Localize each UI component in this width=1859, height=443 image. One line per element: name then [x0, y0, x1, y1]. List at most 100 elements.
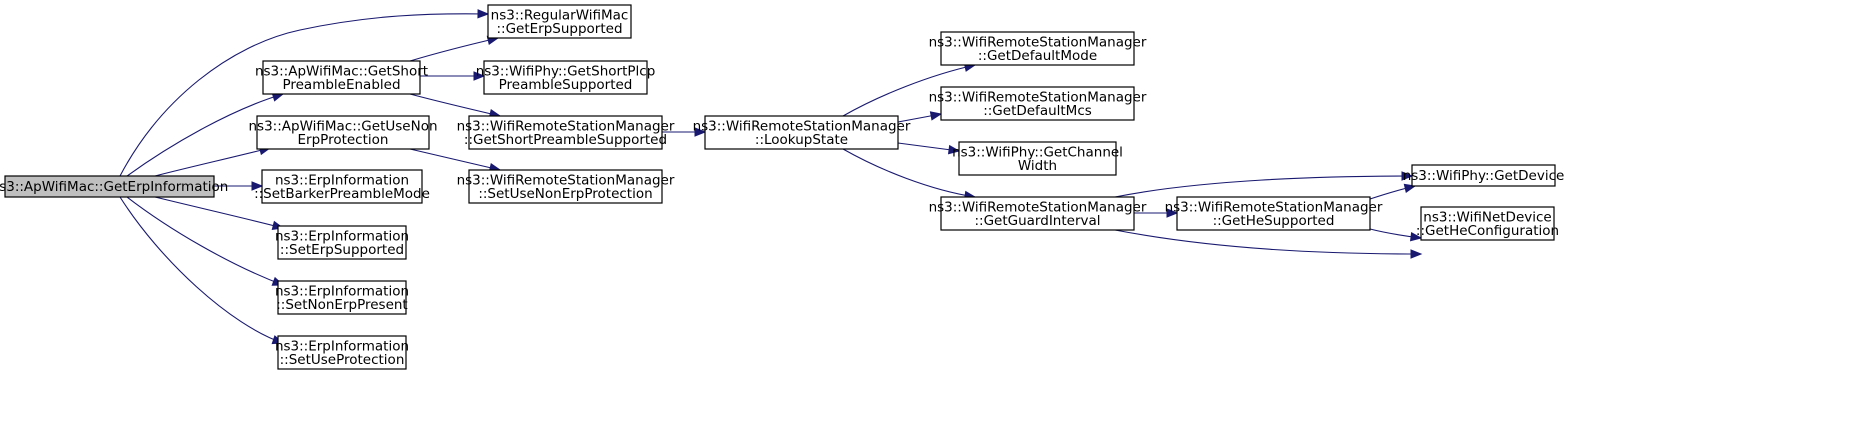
function-node-getHeConfiguration[interactable]: ns3::WifiNetDevice::GetHeConfiguration: [1416, 206, 1559, 241]
arrow-head-icon: [251, 181, 264, 191]
function-node-getHeSupported[interactable]: ns3::WifiRemoteStationManager::GetHeSupp…: [1165, 196, 1383, 231]
node-box: [940, 86, 1135, 121]
node-label-line: ::SetBarkerPreambleMode: [254, 186, 430, 202]
arrow-head-icon: [694, 127, 707, 137]
edge-line: [409, 93, 501, 117]
function-node-getGuardInterval[interactable]: ns3::WifiRemoteStationManager::GetGuardI…: [929, 196, 1147, 231]
call-edge-getGuardInterval-to-getHeSupported: [1134, 208, 1179, 218]
arrow-head-icon: [473, 71, 486, 81]
call-edge-getHeSupported-to-getDevice: [1369, 183, 1417, 200]
arrow-head-icon: [1410, 249, 1423, 259]
edge-line: [119, 13, 489, 177]
node-box: [487, 4, 632, 39]
node-box: [4, 175, 215, 198]
node-label-line: ns3::ApWifiMac::GetUseNon: [248, 118, 437, 134]
call-edge-root-to-setUseProtection: [119, 196, 285, 345]
node-box: [256, 115, 430, 150]
node-box: [704, 115, 899, 150]
function-node-getErpSupported[interactable]: ns3::RegularWifiMac::GetErpSupported: [487, 4, 632, 39]
node-box: [261, 169, 423, 204]
function-node-getDevice[interactable]: ns3::WifiPhy::GetDevice: [1403, 164, 1565, 187]
node-label-line: ::SetUseProtection: [280, 352, 405, 368]
node-label-line: ns3::ApWifiMac::GetShort: [255, 63, 428, 79]
node-label-line: ::SetUseNonErpProtection: [478, 186, 652, 202]
function-node-root[interactable]: ns3::ApWifiMac::GetErpInformation: [0, 175, 228, 198]
node-box: [940, 196, 1135, 231]
function-node-setErpSupported[interactable]: ns3::ErpInformation::SetErpSupported: [275, 225, 409, 260]
node-label-line: ns3::ApWifiMac::GetErpInformation: [0, 179, 228, 195]
arrow-head-icon: [1409, 231, 1423, 242]
edge-line: [409, 37, 499, 62]
node-label-line: ns3::WifiRemoteStationManager: [457, 118, 675, 134]
function-node-getDefaultMcs[interactable]: ns3::WifiRemoteStationManager::GetDefaul…: [929, 86, 1147, 121]
call-edge-root-to-getUseNonErp: [154, 145, 272, 177]
node-label-line: ::GetHeConfiguration: [1416, 223, 1559, 239]
function-node-setNonErpPresent[interactable]: ns3::ErpInformation::SetNonErpPresent: [275, 280, 409, 315]
call-edge-getGuardInterval-to-getHeConfiguration: [1114, 229, 1423, 259]
node-label-line: ns3::WifiPhy::GetShortPlcp: [476, 63, 656, 79]
call-edge-getShortPreambleEnabled-to-getShortPreambleSupported: [409, 93, 502, 119]
node-label-line: ns3::ErpInformation: [275, 338, 409, 354]
node-label-line: ::SetNonErpPresent: [276, 297, 407, 313]
function-node-setUseNonErp[interactable]: ns3::WifiRemoteStationManager::SetUseNon…: [457, 169, 675, 204]
node-box: [1420, 206, 1555, 241]
edge-line: [1114, 175, 1413, 198]
call-edge-getShortPreambleEnabled-to-getShortPlcp: [420, 71, 486, 81]
node-label-line: ns3::WifiPhy::GetDevice: [1403, 168, 1565, 184]
call-edge-root-to-getErpSupported: [119, 9, 490, 177]
node-label-line: ::GetGuardInterval: [974, 213, 1100, 229]
node-label-line: ns3::WifiRemoteStationManager: [457, 172, 675, 188]
call-edge-lookupState-to-getChannelWidth: [897, 142, 961, 155]
function-node-lookupState[interactable]: ns3::WifiRemoteStationManager::LookupSta…: [693, 115, 911, 150]
node-box: [277, 225, 407, 260]
arrow-head-icon: [477, 9, 490, 19]
call-edge-lookupState-to-getDefaultMcs: [897, 111, 943, 123]
edge-line: [154, 147, 271, 177]
function-nodes: ns3::ApWifiMac::GetErpInformation ns3::Re…: [0, 4, 1565, 370]
edge-line: [842, 64, 976, 117]
edge-line: [126, 93, 284, 177]
node-label-line: PreambleEnabled: [282, 77, 400, 93]
edge-line: [1114, 229, 1422, 255]
node-label-line: Width: [1018, 158, 1057, 174]
function-node-getShortPlcp[interactable]: ns3::WifiPhy::GetShortPlcpPreambleSuppor…: [476, 60, 656, 95]
call-edge-getShortPreambleSupported-to-lookupState: [662, 127, 707, 137]
function-node-setBarker[interactable]: ns3::ErpInformation::SetBarkerPreambleMo…: [254, 169, 430, 204]
function-node-getShortPreambleSupported[interactable]: ns3::WifiRemoteStationManager::GetShortP…: [457, 115, 675, 150]
edge-line: [409, 148, 501, 171]
node-label-line: ns3::ErpInformation: [275, 228, 409, 244]
node-label-line: PreambleSupported: [499, 77, 633, 93]
arrow-head-icon: [929, 111, 943, 121]
node-label-line: ns3::WifiPhy::GetChannel: [952, 144, 1123, 160]
node-box: [262, 60, 421, 95]
node-label-line: ::LookupState: [755, 132, 848, 148]
node-label-line: ns3::WifiRemoteStationManager: [929, 89, 1147, 105]
edge-line: [154, 196, 284, 229]
node-label-line: ns3::WifiRemoteStationManager: [929, 199, 1147, 215]
call-edge-getUseNonErp-to-setUseNonErp: [409, 148, 502, 173]
arrow-head-icon: [1401, 171, 1414, 181]
function-node-getDefaultMode[interactable]: ns3::WifiRemoteStationManager::GetDefaul…: [929, 31, 1147, 66]
node-label-line: ::GetHeSupported: [1213, 213, 1335, 229]
call-edge-getShortPreambleEnabled-to-getErpSupported: [409, 35, 500, 62]
node-label-line: ::GetDefaultMode: [978, 48, 1097, 64]
node-label-line: ns3::WifiRemoteStationManager: [1165, 199, 1383, 215]
edge-line: [126, 196, 284, 286]
node-label-line: ::GetShortPreambleSupported: [464, 132, 667, 148]
function-node-setUseProtection[interactable]: ns3::ErpInformation::SetUseProtection: [275, 335, 409, 370]
edge-line: [842, 148, 976, 198]
node-label-line: ns3::WifiNetDevice: [1423, 209, 1551, 225]
call-edge-getGuardInterval-to-getDevice: [1114, 171, 1414, 198]
node-box: [940, 31, 1135, 66]
edge-line: [119, 196, 284, 344]
node-label-line: ::GetErpSupported: [496, 21, 622, 37]
arrow-head-icon: [947, 144, 961, 155]
arrow-head-icon: [1166, 208, 1179, 218]
node-label-line: ::SetErpSupported: [280, 242, 404, 258]
call-edge-root-to-setBarker: [214, 181, 264, 191]
node-label-line: ns3::ErpInformation: [275, 172, 409, 188]
